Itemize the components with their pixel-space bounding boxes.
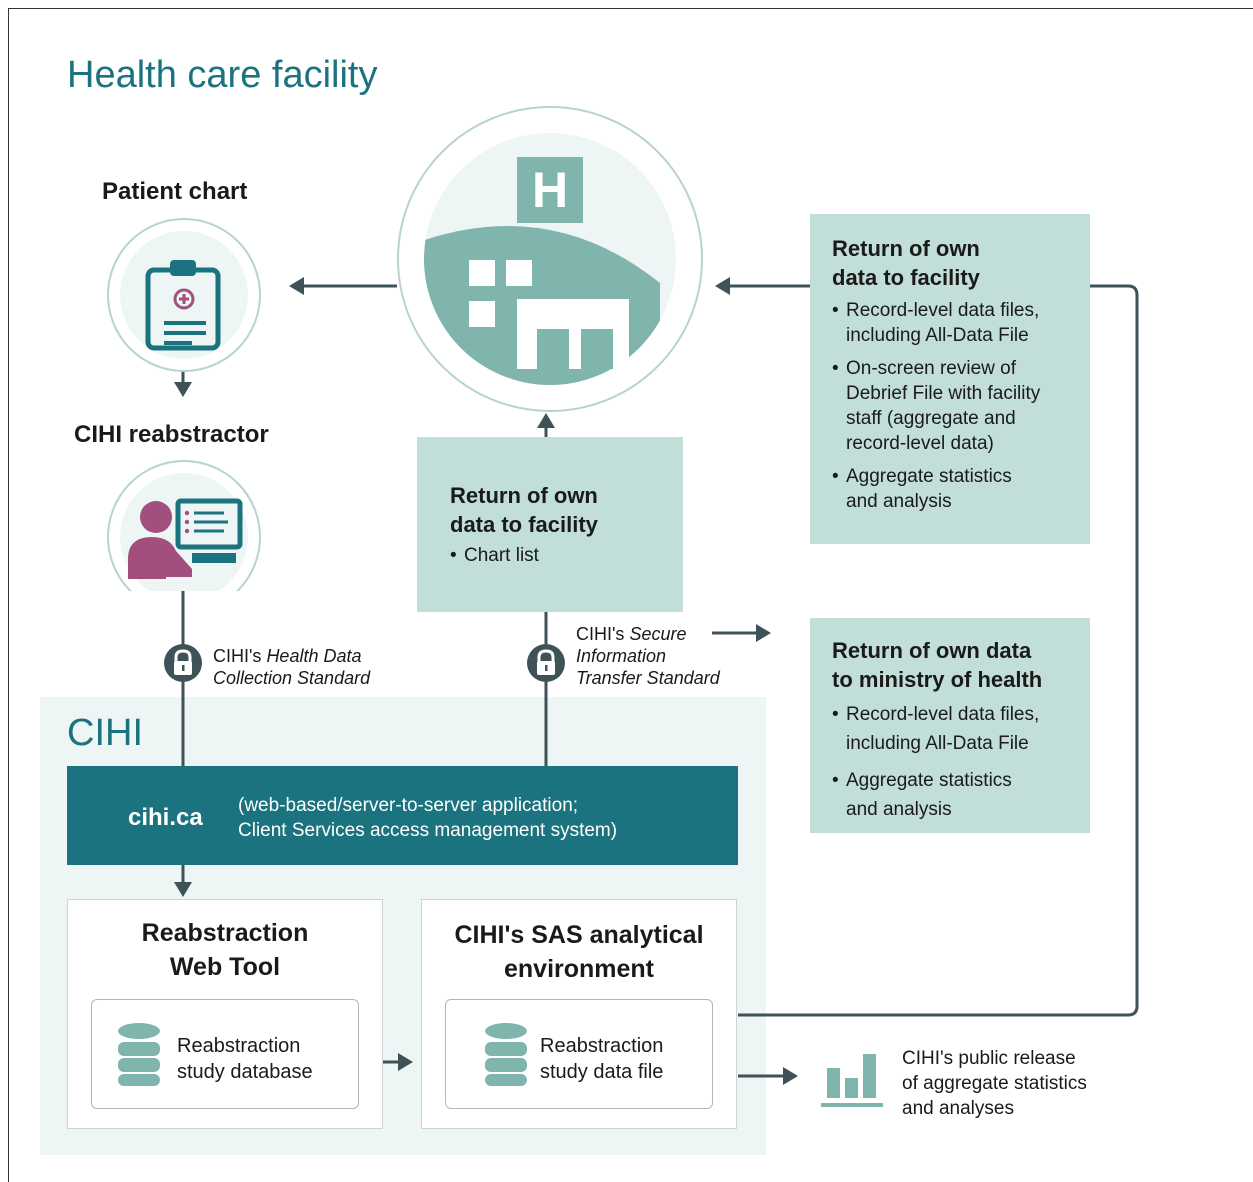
database-label: Reabstraction study database [177,1035,313,1083]
center-box-item: Chart list [450,543,683,568]
sas-data-file-box: Reabstraction study data file [445,999,713,1109]
patient-chart-icon [107,218,261,372]
lock-icon [164,644,202,682]
reabstractor-icon [107,460,261,591]
database-icon [485,1023,527,1086]
facility-box-item: Record-level data files, including All-D… [832,298,1090,348]
center-box-title-1: Return of own [450,483,598,508]
hospital-icon [397,106,703,412]
outer-frame [8,8,1253,1182]
cihi-ca-description: (web-based/server-to-server application;… [238,795,618,841]
health-data-collection-standard: CIHI's Health Data Collection Standard [213,646,371,688]
reabstraction-database-box: Reabstraction study database [91,999,359,1109]
facility-box-item: On-screen review of Debrief File with fa… [832,356,1090,456]
ministry-box-title-1: Return of own data [832,638,1032,663]
facility-box-item: Aggregate statistics and analysis [832,464,1090,514]
cihi-ca-label: cihi.ca [128,804,203,831]
sas-title: CIHI's SAS analytical environment [454,921,704,983]
facility-box-list: Record-level data files, including All-D… [832,298,1090,514]
facility-box-title-1: Return of own [832,236,980,261]
web-tool-title: Reabstraction Web Tool [141,919,309,981]
data-file-label: Reabstraction study data file [540,1035,664,1083]
ministry-box-item: Record-level data files, including All-D… [832,700,1090,758]
patient-chart-label: Patient chart [102,178,248,205]
right-return-facility-box: Return of own data to facility Record-le… [810,214,1090,544]
loop-sas-to-facility [738,284,1139,1017]
right-return-ministry-box: Return of own data to ministry of health… [810,618,1090,833]
facility-box-title-2: data to facility [832,265,980,290]
center-box-list: Chart list [450,543,683,568]
ministry-box-list: Record-level data files, including All-D… [832,700,1090,824]
center-box-title-2: data to facility [450,512,598,537]
lock-icon [527,644,565,682]
public-release-text: CIHI's public release of aggregate stati… [902,1048,1087,1119]
facility-title: Health care facility [67,54,378,96]
hospital-h-letter: H [531,162,569,218]
cihi-title: CIHI [67,712,143,754]
bar-chart-icon [821,1054,883,1107]
center-return-box: Return of own data to facility Chart lis… [417,437,683,612]
cihi-ca-bar: cihi.ca (web-based/server-to-server appl… [67,766,738,865]
secure-information-transfer-standard: CIHI's Secure Information Transfer Stand… [576,624,720,688]
database-icon [118,1023,160,1086]
ministry-box-item: Aggregate statistics and analysis [832,766,1090,824]
reabstractor-label: CIHI reabstractor [74,421,269,448]
ministry-box-title-2: to ministry of health [832,667,1043,692]
